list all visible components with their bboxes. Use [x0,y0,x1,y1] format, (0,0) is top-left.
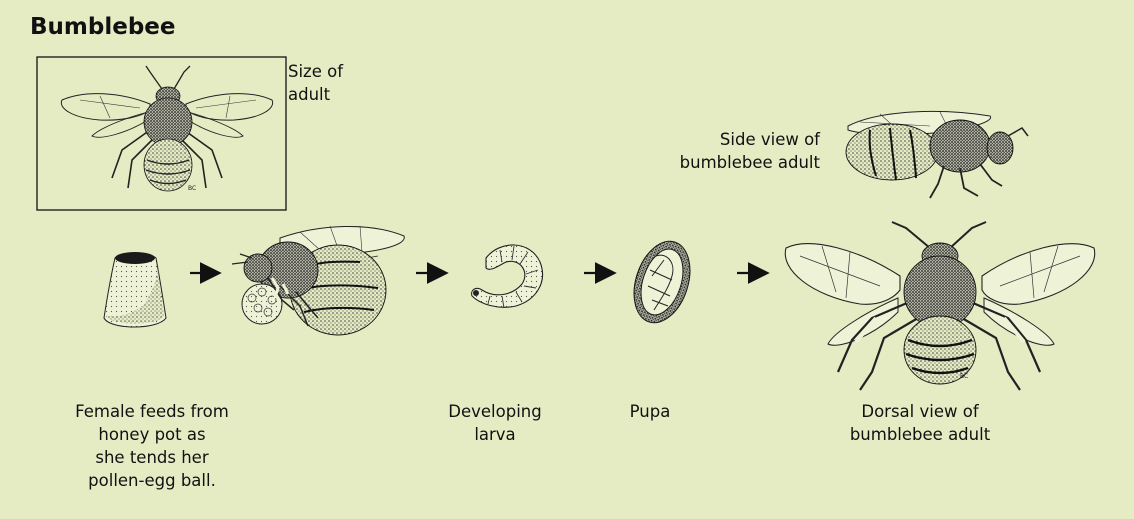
honey-pot-icon [104,252,166,327]
female-bee-with-pollen-ball-icon [232,226,404,335]
pupa-icon [624,234,699,330]
bee-size-inset-icon: BC [37,57,286,210]
larva-icon [472,245,543,308]
bee-dorsal-adult-icon: BC [785,222,1094,390]
artist-initials: BC [960,373,968,380]
artist-initials: BC [188,185,196,192]
bee-side-adult-icon [846,111,1028,198]
